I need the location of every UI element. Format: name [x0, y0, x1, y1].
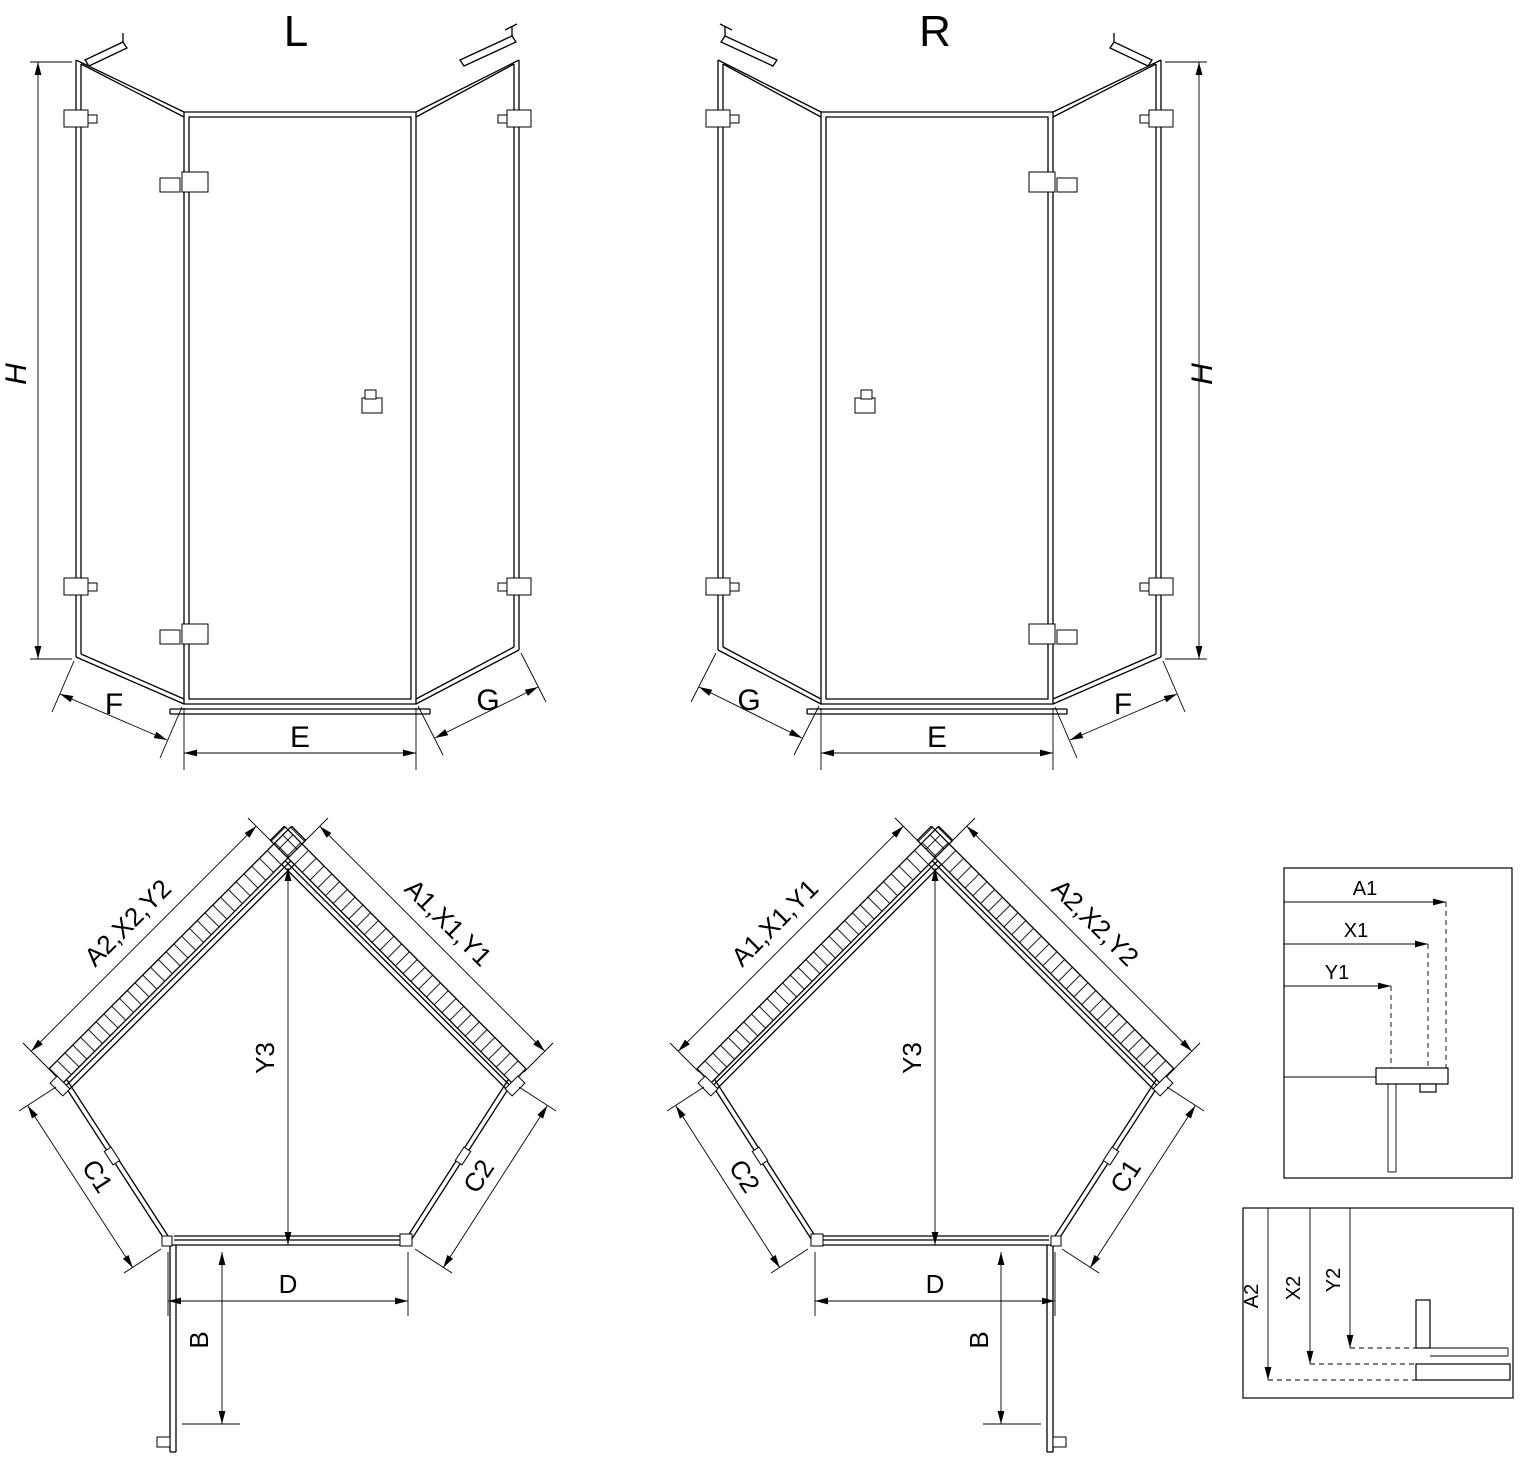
detail-x1-label: X1 [1344, 920, 1368, 942]
r-elevation-drawing [691, 24, 1207, 770]
l-plan-front-label: D [279, 1269, 298, 1299]
r-left-panel-label: G [737, 684, 760, 717]
detail-a2-label: A2 [1241, 1284, 1263, 1308]
r-plan-front-label: D [926, 1269, 945, 1299]
l-elevation-title: L [284, 7, 308, 56]
r-door-width-label: E [927, 721, 947, 754]
r-plan-door-label: B [964, 1331, 994, 1348]
l-plan-door-label: B [184, 1331, 214, 1348]
l-right-panel-label: G [476, 684, 499, 717]
detail-x2-label: X2 [1283, 1276, 1305, 1300]
r-plan-drawing [667, 818, 1204, 1452]
r-plan-depth-label: Y3 [897, 1042, 927, 1074]
l-door-width-label: E [290, 721, 310, 754]
wall-profile-section [1375, 1067, 1449, 1173]
l-left-panel-label: F [105, 688, 123, 721]
r-elevation-title: R [919, 7, 951, 56]
l-elevation-drawing [30, 24, 546, 770]
r-right-panel-label: F [1114, 688, 1132, 721]
r-height-label: H [1186, 363, 1219, 385]
detail-a1-label: A1 [1353, 878, 1377, 900]
floor-profile-section [1415, 1299, 1511, 1381]
detail-y2-label: Y2 [1323, 1268, 1345, 1292]
detail-vertical-section [1242, 1207, 1514, 1399]
l-plan-drawing [19, 818, 556, 1452]
detail-y1-label: Y1 [1325, 962, 1349, 984]
detail-horizontal-section [1283, 867, 1513, 1179]
l-plan-depth-label: Y3 [250, 1042, 280, 1074]
l-height-label: H [0, 363, 33, 385]
